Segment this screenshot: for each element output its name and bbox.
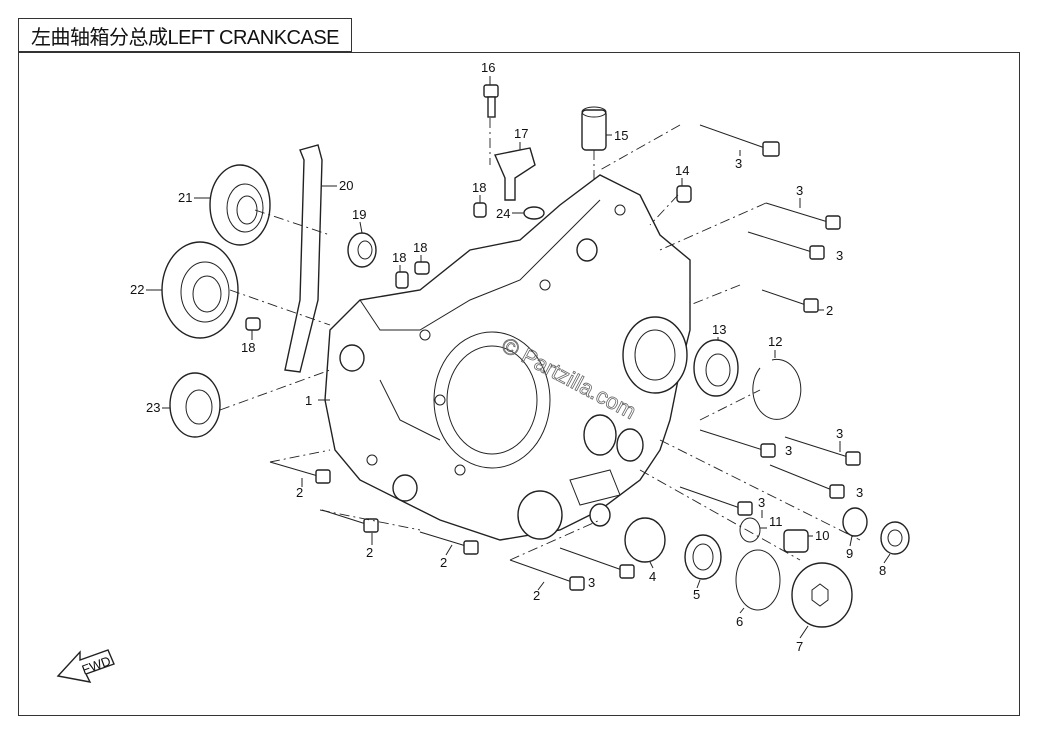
callout-2c: 2 [440, 555, 447, 570]
callout-12: 12 [768, 334, 782, 349]
callout-5: 5 [693, 587, 700, 602]
callout-21: 21 [178, 190, 192, 205]
bolts [269, 124, 861, 591]
callout-3g: 3 [758, 495, 765, 510]
callout-6: 6 [736, 614, 743, 629]
callout-13: 13 [712, 322, 726, 337]
callout-23: 23 [146, 400, 160, 415]
bearing-22 [161, 241, 239, 339]
washer-11 [739, 517, 761, 543]
callout-3h: 3 [588, 575, 595, 590]
callout-3f: 3 [856, 485, 863, 500]
bolt-10 [783, 529, 809, 553]
oil-seal-13 [693, 339, 739, 397]
callout-3e: 3 [785, 443, 792, 458]
o-ring-6 [735, 549, 781, 611]
callout-18b: 18 [472, 180, 486, 195]
callout-16: 16 [481, 60, 495, 75]
assembly-lines [219, 118, 861, 561]
callout-19: 19 [352, 207, 366, 222]
callout-7: 7 [796, 639, 803, 654]
callout-15: 15 [614, 128, 628, 143]
bearing-8 [880, 521, 910, 555]
spring-5 [684, 534, 722, 580]
callout-1: 1 [305, 393, 312, 408]
callout-18a: 18 [241, 340, 255, 355]
callouts: 1 2 2 2 2 18 3 3 3 3 3 3 3 3 2 4 5 6 7 8 [130, 60, 891, 654]
sensor-17 [494, 147, 536, 201]
dowel-pins-18 [245, 202, 487, 331]
needle-bearing-19 [347, 232, 377, 268]
fwd-label: FWD [80, 653, 113, 677]
callout-20: 20 [339, 178, 353, 193]
drain-plug-7 [791, 562, 853, 628]
crankcase-body [324, 174, 691, 541]
callout-17: 17 [514, 126, 528, 141]
bushing-4 [624, 517, 666, 563]
callout-14: 14 [675, 163, 689, 178]
fwd-arrow-icon: FWD [56, 649, 115, 683]
bearing-23 [169, 372, 221, 438]
callout-3c: 3 [836, 248, 843, 263]
callout-3d: 3 [836, 426, 843, 441]
callout-2d: 2 [826, 303, 833, 318]
callout-24: 24 [496, 206, 510, 221]
callout-4: 4 [649, 569, 656, 584]
callout-10: 10 [815, 528, 829, 543]
callout-22: 22 [130, 282, 144, 297]
callout-11: 11 [769, 514, 783, 529]
needle-bearing-9 [842, 507, 868, 537]
bearing-21 [209, 164, 271, 246]
callout-9: 9 [846, 546, 853, 561]
callout-3a: 3 [735, 156, 742, 171]
oil-pipe-20 [284, 144, 323, 373]
callout-2b: 2 [366, 545, 373, 560]
callout-8: 8 [879, 563, 886, 578]
dowel-14 [676, 185, 692, 203]
bolt-16 [483, 84, 499, 118]
diagram-title: 左曲轴箱分总成LEFT CRANKCASE [18, 18, 352, 52]
washer-24 [523, 206, 545, 220]
plug-15 [581, 106, 607, 151]
callout-2a: 2 [296, 485, 303, 500]
callout-2e: 2 [533, 588, 540, 603]
callout-18c: 18 [392, 250, 406, 265]
circlip-12 [752, 358, 802, 420]
diagram-frame [18, 52, 1020, 716]
callout-18d: 18 [413, 240, 427, 255]
callout-3b: 3 [796, 183, 803, 198]
